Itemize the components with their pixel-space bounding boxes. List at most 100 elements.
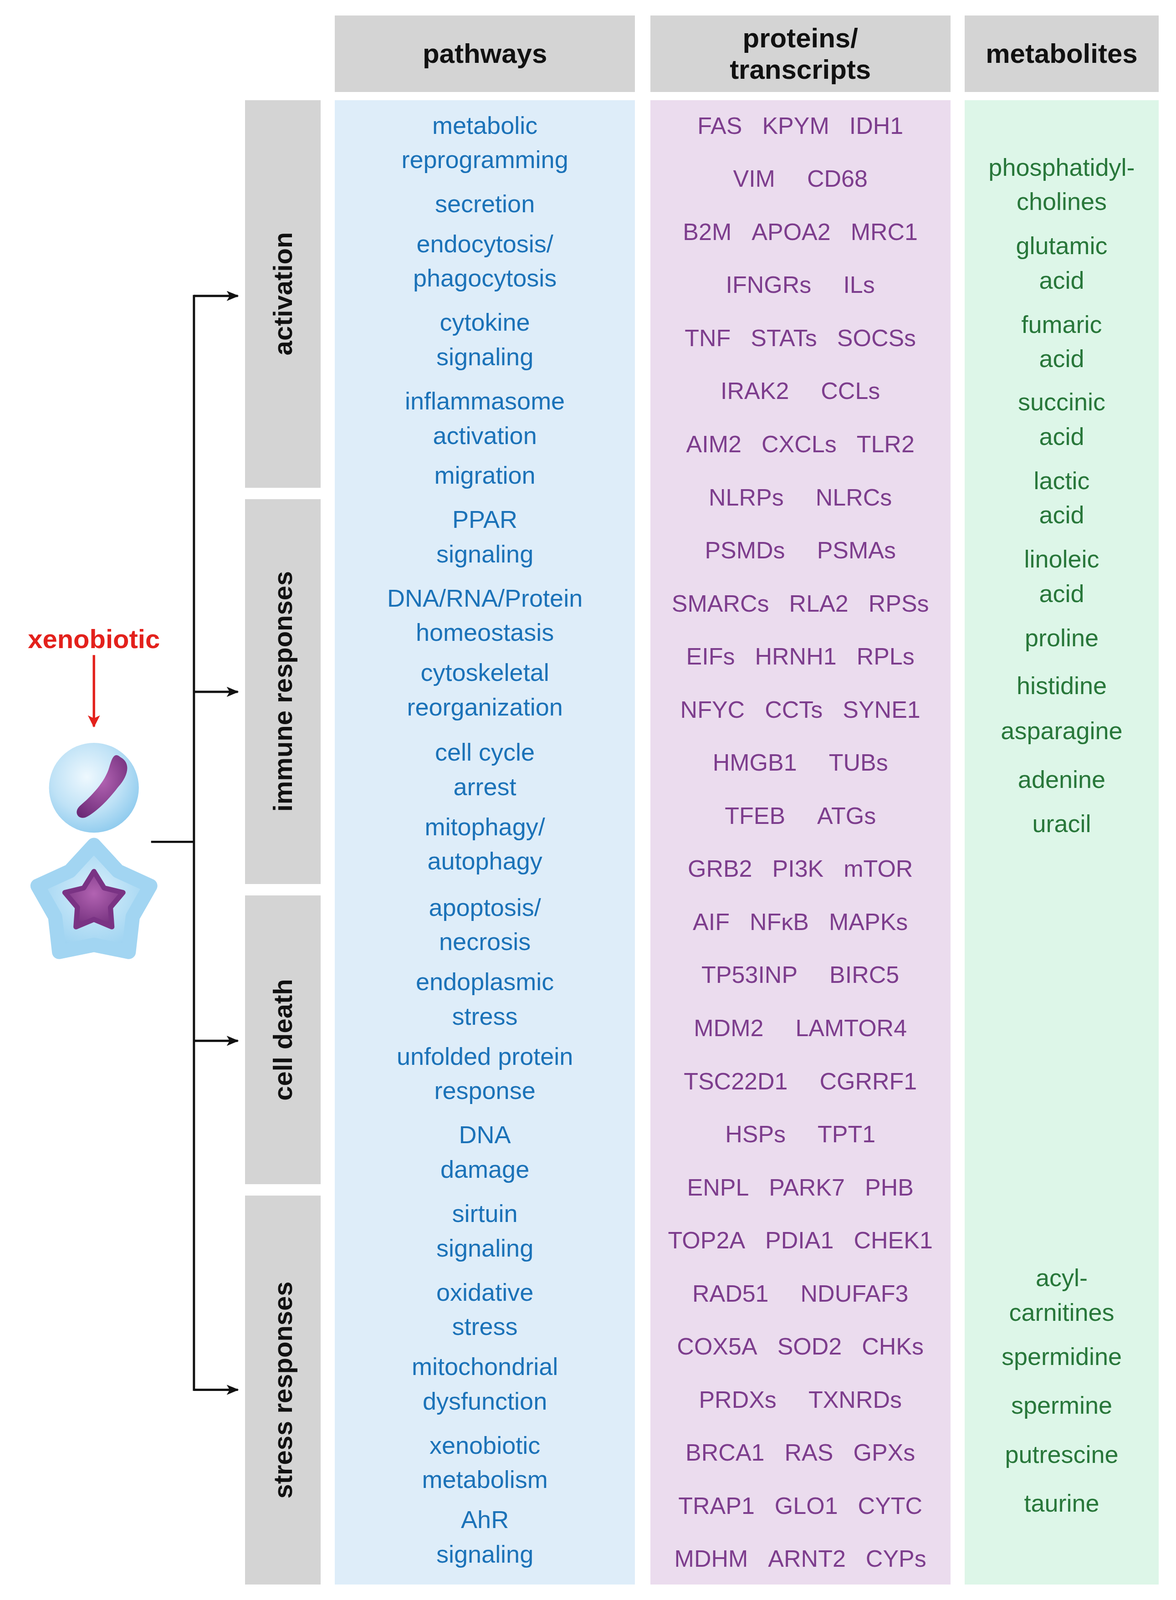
- bracket-stem: [151, 840, 195, 844]
- bracket: [151, 294, 239, 1391]
- protein-row: GRB2PI3KmTOR: [650, 854, 951, 883]
- protein-row: VIM CD68: [650, 164, 951, 193]
- column-header: proteins/ transcripts: [650, 15, 951, 93]
- cell-illustration: [37, 742, 150, 952]
- pathway-item: oxidative stress: [434, 1275, 536, 1345]
- protein-row: EIFsHRNH1RPLs: [650, 642, 951, 671]
- protein-name: GRB2: [687, 854, 753, 883]
- pathway-item: sirtuin signaling: [434, 1196, 536, 1266]
- protein-name: SOCSs: [837, 323, 916, 353]
- pathway-item: cell cycle arrest: [433, 735, 537, 804]
- protein-name: CHEK1: [853, 1226, 933, 1255]
- pathway-item: inflammasome activation: [403, 383, 567, 453]
- metabolite-item: linoleic acid: [1022, 542, 1101, 612]
- protein-name: KPYM: [761, 111, 829, 140]
- metabolite-item: asparagine: [999, 713, 1125, 749]
- protein-name: IDH1: [849, 111, 904, 140]
- protein-name: EIFs: [686, 642, 736, 671]
- protein-name: NDUFAF3: [800, 1279, 909, 1308]
- pathway-item: DNA damage: [439, 1118, 532, 1187]
- protein-row: MDM2LAMTOR4: [650, 1013, 951, 1043]
- protein-name: MDHM: [674, 1544, 749, 1573]
- protein-name: GLO1: [774, 1491, 839, 1520]
- row-label: stress responses: [245, 1195, 321, 1585]
- bracket-arrow: [194, 294, 238, 297]
- protein-row: PRDXsTXNRDs: [650, 1385, 951, 1414]
- row-label-text: activation: [268, 232, 298, 356]
- protein-name: VIM: [732, 164, 775, 193]
- metabolite-item: histidine: [1014, 668, 1109, 704]
- protein-name: BRCA1: [685, 1438, 765, 1467]
- protein-name: CD68: [807, 164, 868, 193]
- protein-name: PSMAs: [817, 536, 896, 565]
- metabolite-item: succinic acid: [1016, 385, 1107, 455]
- protein-name: CYTC: [858, 1491, 923, 1520]
- row-label: activation: [245, 100, 321, 489]
- protein-name: TRAP1: [678, 1491, 755, 1520]
- protein-name: NLRCs: [815, 483, 893, 512]
- protein-row: AIM2CXCLsTLR2: [650, 429, 951, 459]
- pathway-item: migration: [432, 458, 537, 494]
- row-label: immune responses: [245, 499, 321, 885]
- protein-name: TOP2A: [668, 1226, 746, 1255]
- protein-name: ILs: [843, 270, 875, 299]
- protein-name: CXCLs: [761, 429, 837, 459]
- exposure-arrow: [92, 654, 96, 727]
- metabolite-item: putrescine: [1003, 1437, 1120, 1473]
- metabolite-item: lactic acid: [1032, 463, 1092, 533]
- star-cell: [37, 844, 150, 952]
- metabolite-item: phosphatidyl- cholines: [986, 150, 1137, 220]
- pathway-item: metabolic reprogramming: [399, 108, 570, 178]
- protein-name: PRDXs: [698, 1385, 777, 1414]
- metabolite-item: spermine: [1009, 1388, 1114, 1423]
- protein-row: NFYCCCTsSYNE1: [650, 695, 951, 724]
- metabolite-item: acyl- carnitines: [1007, 1261, 1116, 1330]
- protein-name: MDM2: [693, 1013, 764, 1043]
- protein-name: AIM2: [686, 429, 742, 459]
- metabolite-item: uracil: [1030, 806, 1093, 842]
- pathway-item: cytokine signaling: [434, 305, 536, 375]
- metabolite-item: spermidine: [999, 1339, 1124, 1375]
- pathway-item: mitochondrial dysfunction: [410, 1349, 560, 1419]
- protein-name: STATs: [750, 323, 817, 353]
- metabolite-item: adenine: [1016, 762, 1107, 798]
- pathway-item: endoplasmic stress: [414, 965, 556, 1034]
- protein-name: NFYC: [680, 695, 746, 724]
- protein-row: IRAK2CCLs: [650, 376, 951, 405]
- bracket-arrow: [194, 1039, 238, 1043]
- protein-row: FASKPYMIDH1: [650, 111, 951, 140]
- protein-name: RLA2: [789, 589, 849, 618]
- bracket-spine: [192, 294, 195, 1391]
- protein-name: IRAK2: [720, 376, 789, 405]
- protein-name: RAD51: [692, 1279, 769, 1308]
- protein-name: TPT1: [817, 1119, 876, 1149]
- protein-row: HSPsTPT1: [650, 1119, 951, 1149]
- pathway-item: AhR signaling: [434, 1503, 536, 1572]
- header-text: metabolites: [984, 37, 1140, 70]
- pathway-item: xenobiotic metabolism: [420, 1428, 550, 1498]
- cell-nucleus: [76, 755, 128, 819]
- protein-name: SMARCs: [671, 589, 770, 618]
- pathway-item: cytoskeletal reorganization: [405, 655, 565, 725]
- metabolite-panel: phosphatidyl- cholinesglutamic acidfumar…: [964, 100, 1159, 1585]
- protein-row: NLRPsNLRCs: [650, 483, 951, 512]
- protein-name: CCTs: [764, 695, 823, 724]
- protein-name: TFEB: [724, 801, 786, 830]
- protein-name: PARK7: [768, 1173, 845, 1202]
- protein-name: PDIA1: [765, 1226, 834, 1255]
- row-label-text: cell death: [268, 978, 298, 1101]
- metabolite-item: fumaric acid: [1019, 307, 1104, 377]
- protein-row: TFEBATGs: [650, 801, 951, 830]
- protein-name: RPSs: [868, 589, 930, 618]
- protein-name: HRNH1: [754, 642, 837, 671]
- protein-name: SOD2: [777, 1332, 843, 1361]
- pathway-panel: metabolic reprogrammingsecretionendocyto…: [334, 100, 635, 1585]
- protein-name: TSC22D1: [683, 1067, 788, 1096]
- protein-name: TP53INP: [701, 960, 798, 989]
- header-text: proteins/ transcripts: [728, 22, 873, 86]
- row-label-text: stress responses: [268, 1281, 298, 1499]
- protein-name: APOA2: [751, 217, 831, 246]
- protein-name: CYPs: [865, 1544, 927, 1573]
